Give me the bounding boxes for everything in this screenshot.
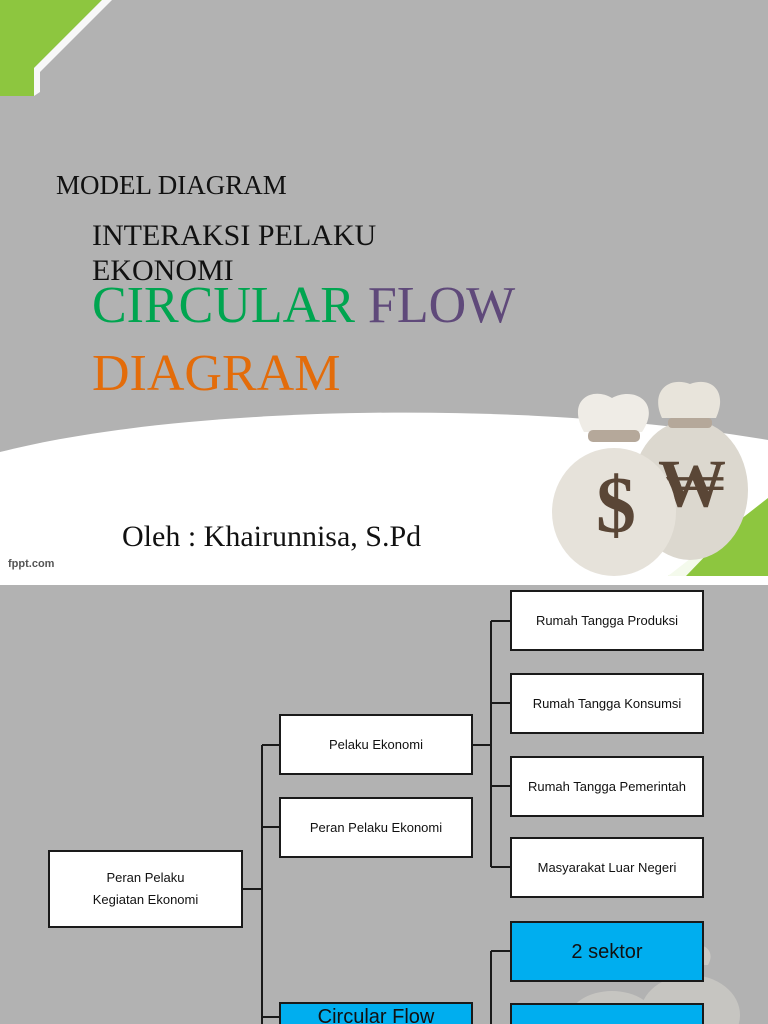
subtitle-interaksi-line2: EKONOMI	[92, 254, 234, 287]
leaf-rumah-tangga-produksi: Rumah Tangga Produksi	[510, 590, 704, 651]
root-node-line2: Kegiatan Ekonomi	[92, 892, 199, 907]
svg-text:$: $	[596, 462, 636, 550]
title-slide: MODEL DIAGRAM INTERAKSI PELAKU EKONOMI C…	[0, 0, 768, 576]
main-title-line1: CIRCULAR FLOW	[92, 276, 515, 335]
subtitle-interaksi-line1: INTERAKSI PELAKU	[92, 219, 377, 252]
subtitle-model-diagram: MODEL DIAGRAM	[56, 170, 287, 200]
node-circular-flow: Circular Flow	[279, 1002, 473, 1024]
node-next-sector	[510, 1003, 704, 1024]
node-pelaku-ekonomi: Pelaku Ekonomi	[279, 714, 473, 775]
subtitle-interaksi: INTERAKSI PELAKU EKONOMI	[92, 218, 376, 288]
watermark: fppt.com	[8, 558, 55, 570]
leaf-masyarakat-luar-negeri: Masyarakat Luar Negeri	[510, 837, 704, 898]
title-word-circular: CIRCULAR	[92, 277, 355, 334]
author-line: Oleh : Khairunnisa, S.Pd	[122, 520, 422, 553]
leaf-rumah-tangga-konsumsi: Rumah Tangga Konsumsi	[510, 673, 704, 734]
title-word-flow: FLOW	[367, 277, 516, 334]
money-bags-icon: ₩ $	[552, 381, 748, 576]
root-node: Peran Pelaku Kegiatan Ekonomi	[48, 850, 243, 928]
root-node-line1: Peran Pelaku	[106, 870, 185, 885]
title-word-diagram: DIAGRAM	[92, 345, 341, 402]
connector-lines	[243, 620, 512, 1024]
leaf-rumah-tangga-pemerintah: Rumah Tangga Pemerintah	[510, 756, 704, 817]
dollar-bag-icon: $	[552, 393, 676, 576]
node-2-sektor: 2 sektor	[510, 921, 704, 982]
node-peran-pelaku-ekonomi: Peran Pelaku Ekonomi	[279, 797, 473, 858]
hierarchy-slide: Peran Pelaku Kegiatan Ekonomi Pelaku Eko…	[0, 585, 768, 1024]
